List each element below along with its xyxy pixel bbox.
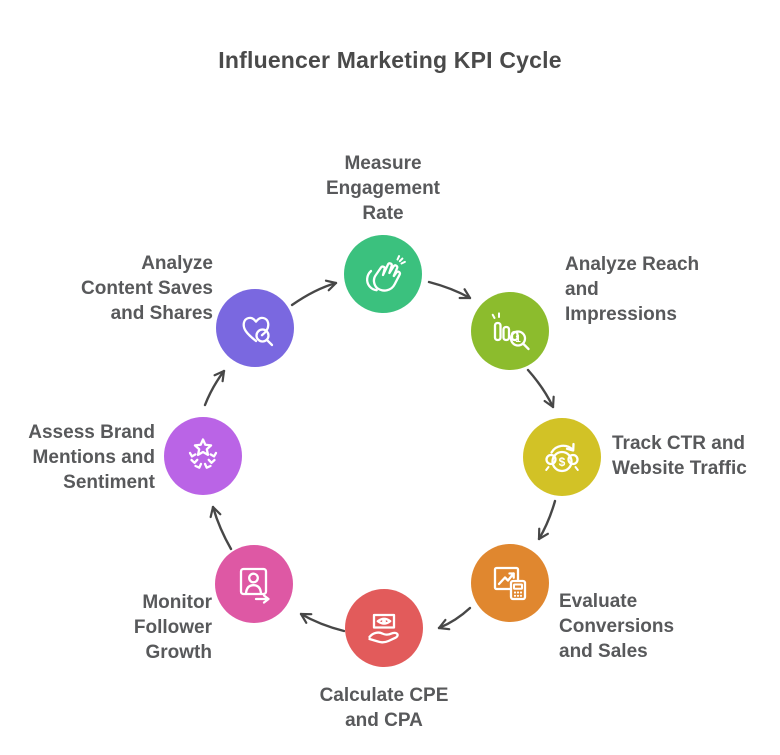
bar-chart-magnifier-icon: 1: [491, 312, 530, 351]
heart-magnifier-icon: [242, 316, 274, 347]
arrow-brand-to-saves: [203, 369, 226, 407]
node-evaluate-conversions-sales: [471, 544, 549, 622]
svg-text:$: $: [559, 455, 566, 469]
node-measure-engagement-rate: [344, 235, 422, 313]
label-calculate-cpe-cpa: Calculate CPE and CPA: [319, 685, 449, 731]
arrow-conversions-to-cpe: [437, 606, 472, 631]
arrow-reach-to-ctr: [526, 368, 555, 409]
star-laurel-icon: [188, 438, 218, 469]
diagram-title: Influencer Marketing KPI Cycle: [218, 47, 562, 73]
arrow-cpe-to-follower: [299, 612, 346, 633]
node-monitor-follower-growth: [215, 545, 293, 623]
label-track-ctr-website-traffic: Track CTR and Website Traffic: [612, 433, 747, 479]
arrow-ctr-to-conversions: [537, 499, 557, 541]
label-analyze-reach-impressions: Analyze Reach and Impressions: [565, 254, 700, 325]
chart-calculator-icon: [493, 566, 527, 601]
label-analyze-content-saves-shares: Analyze Content Saves and Shares: [81, 253, 213, 324]
label-monitor-follower-growth: Monitor Follower Growth: [133, 592, 212, 663]
follower-profile-arrow-icon: [239, 567, 270, 604]
node-calculate-cpe-cpa: [345, 589, 423, 667]
arrow-saves-to-engagement: [290, 279, 338, 307]
label-measure-engagement-rate: Measure Engagement Rate: [325, 153, 441, 224]
arrow-engagement-to-reach: [427, 280, 472, 300]
dollar-coin-refresh-icon: $: [545, 442, 579, 473]
svg-text:1: 1: [515, 334, 521, 345]
node-track-ctr-website-traffic: $: [523, 418, 601, 496]
money-in-hand-icon: [368, 613, 399, 644]
label-evaluate-conversions-sales: Evaluate Conversions and Sales: [559, 591, 675, 662]
label-assess-brand-mentions: Assess Brand Mentions and Sentiment: [28, 422, 155, 493]
clapping-hands-icon: [366, 255, 406, 292]
node-analyze-content-saves-shares: [216, 289, 294, 367]
node-analyze-reach-impressions: 1: [471, 292, 549, 370]
node-assess-brand-mentions: [164, 417, 242, 495]
arrow-follower-to-brand: [209, 505, 233, 551]
